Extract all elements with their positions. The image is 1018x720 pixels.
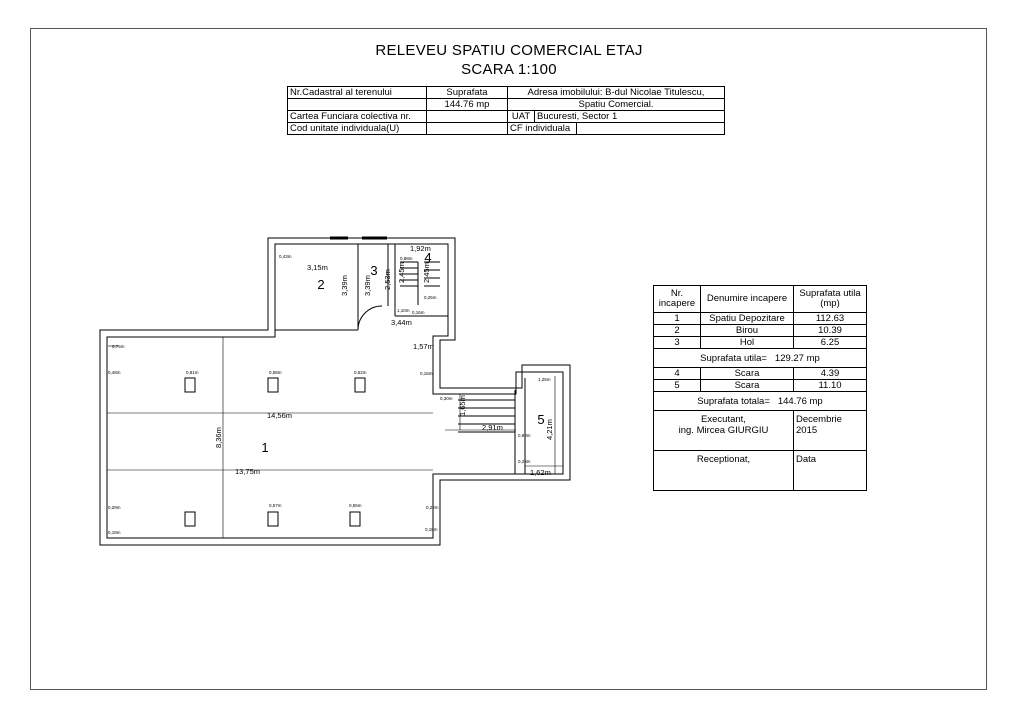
dim-label: 0,23m xyxy=(518,459,531,464)
dim-label: 0,81m xyxy=(186,370,199,375)
total-area-value: 144.76 mp xyxy=(777,395,823,407)
dim-label: 1,62m xyxy=(530,468,551,477)
pillar xyxy=(349,511,361,527)
pillar xyxy=(267,377,279,393)
dim-label: 3,39m xyxy=(363,275,372,296)
total-area-label: Suprafata totala= xyxy=(697,395,770,407)
room-schedule-table: Nr. incapere Denumire incapere Suprafata… xyxy=(653,285,867,491)
dim-label: 0,88m xyxy=(400,256,413,261)
small-dimension-labels: 1,25m 0,88m 1,10m 0,16m 0,25m 0,43m 0,81… xyxy=(108,254,551,535)
dim-label: 1,25m xyxy=(538,377,551,382)
executant-name: ing. Mircea GIURGIU xyxy=(678,425,769,436)
useful-area-value: 129.27 mp xyxy=(774,352,820,364)
pillar xyxy=(184,511,196,527)
col-name-header: Denumire incapere xyxy=(700,285,794,313)
room-number-4: 4 xyxy=(424,250,431,265)
dim-label: 0,43m xyxy=(279,254,292,259)
dim-label: 3,15m xyxy=(307,263,328,272)
dim-label: 0,55m xyxy=(349,503,362,508)
inner-wall-line xyxy=(106,243,564,539)
dim-label: 0,22m xyxy=(426,505,439,510)
pillar xyxy=(184,377,196,393)
table-row: 2 Birou 10.39 xyxy=(653,324,867,337)
col-area-header: Suprafata utila (mp) xyxy=(793,285,867,313)
drawing-frame xyxy=(30,28,987,690)
dim-label: 0,57m xyxy=(269,503,282,508)
dim-label: 0,30m xyxy=(440,396,453,401)
dim-label: 4,21m xyxy=(545,419,554,440)
dim-label: 2,53m xyxy=(383,269,392,290)
dim-label: 0,29m xyxy=(108,505,121,510)
dim-label: 0,16m xyxy=(412,310,425,315)
cf-label-text: CF individuala xyxy=(510,123,571,134)
receptionat-label: Receptionat, xyxy=(653,450,794,491)
dim-label: 8,36m xyxy=(214,427,223,448)
cf-divider xyxy=(576,123,578,134)
dim-label: 0,80m xyxy=(518,433,531,438)
dim-label: 0,52m xyxy=(354,370,367,375)
dim-label: 14,56m xyxy=(267,411,292,420)
dim-label: 0,58m xyxy=(269,370,282,375)
door-swing-room3 xyxy=(357,305,383,331)
useful-area-label: Suprafata utila= xyxy=(700,352,767,364)
room-number-2: 2 xyxy=(317,277,324,292)
dim-label: 2,45m xyxy=(397,262,406,283)
col-nr-header: Nr. incapere xyxy=(653,285,701,313)
dim-label: 3,44m xyxy=(391,318,412,327)
dim-label: 0,19m xyxy=(108,530,121,535)
table-row: 3 Hol 6.25 xyxy=(653,336,867,349)
dim-label: 0,75m xyxy=(112,344,125,349)
room-labels: 1 2 3 4 5 xyxy=(261,250,544,455)
table-row: 1 Spatiu Depozitare 112.63 xyxy=(653,312,867,325)
table-row: 5 Scara 11.10 xyxy=(653,379,867,392)
dim-label: 0,48m xyxy=(108,370,121,375)
room-number-3: 3 xyxy=(370,263,377,278)
dim-label: 1,10m xyxy=(397,308,410,313)
dim-label: 1,57m xyxy=(413,342,434,351)
dim-label: 3,39m xyxy=(340,275,349,296)
date-value: Decembrie 2015 xyxy=(793,410,867,451)
dim-label: 1,65m xyxy=(458,395,467,416)
dim-label: 0,25m xyxy=(424,295,437,300)
drawing-title: RELEVEU SPATIU COMERCIAL ETAJ xyxy=(375,42,643,59)
dim-label: 2,45m xyxy=(422,262,431,283)
room-number-1: 1 xyxy=(261,440,268,455)
room-number-5: 5 xyxy=(537,412,544,427)
plan-walls xyxy=(99,236,571,546)
data-label: Data xyxy=(793,450,867,491)
dimension-labels: 1,92m 3,15m 3,39m 3,39m 2,53m 2,45m 2,45… xyxy=(214,244,554,477)
drawing-scale: SCARA 1:100 xyxy=(461,61,557,78)
cf-label: CF individuala xyxy=(507,122,725,135)
pillar xyxy=(354,377,366,393)
dim-label: 0,18m xyxy=(425,527,438,532)
dim-label: 2,91m xyxy=(482,423,503,432)
dim-label: 0,15m xyxy=(420,371,433,376)
pillar xyxy=(267,511,279,527)
executant-cell: Executant, ing. Mircea GIURGIU xyxy=(653,410,794,451)
outer-wall-line xyxy=(99,237,571,546)
dim-label: 13,75m xyxy=(235,467,260,476)
executant-label: Executant, xyxy=(701,414,746,425)
cadastral-info-table: Nr.Cadastral al terenului Suprafata Adre… xyxy=(287,86,725,135)
dim-label: 1,92m xyxy=(410,244,431,253)
